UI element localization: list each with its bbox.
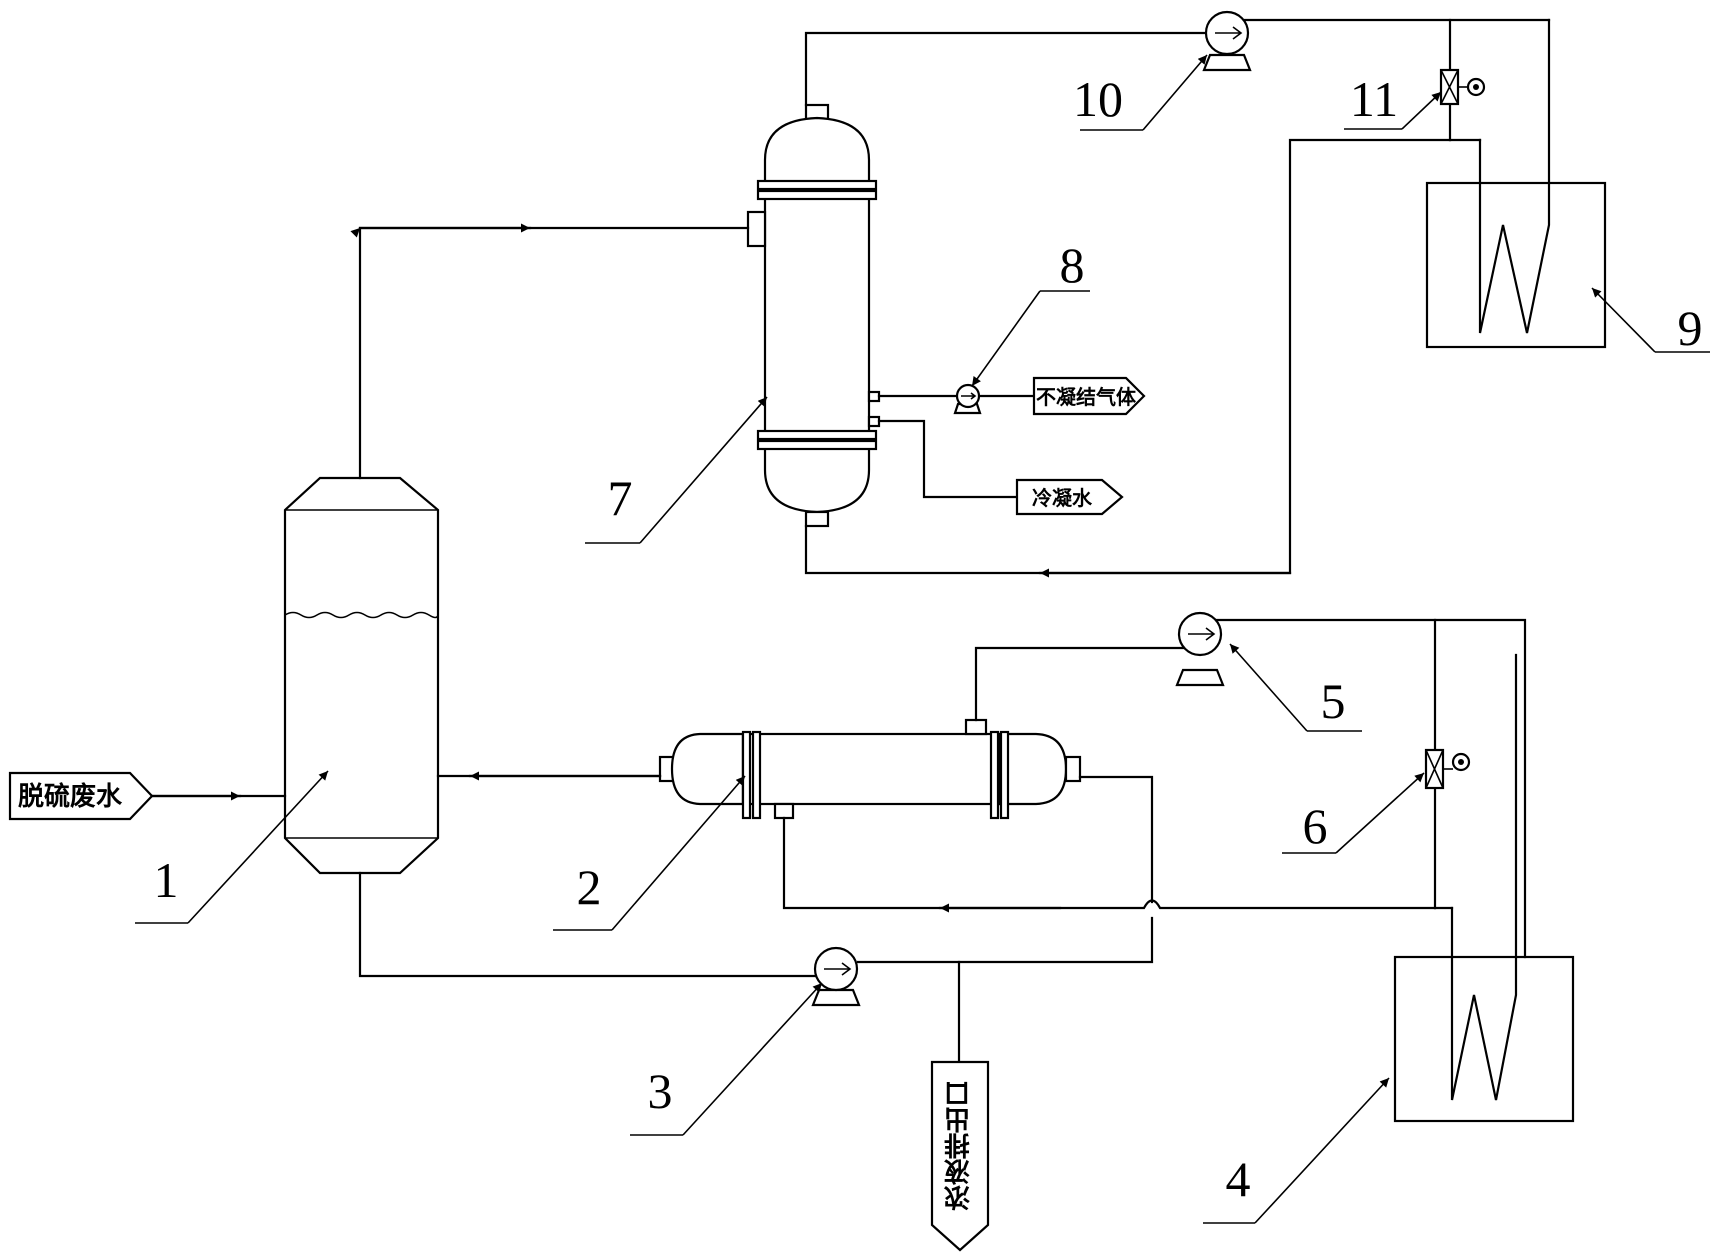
condensate-label: 冷凝水 [1032, 486, 1093, 510]
noncondensable-tag: 不凝结气体 [1032, 376, 1146, 416]
evaporation-tank [283, 476, 440, 875]
label-10: 10 [1073, 71, 1123, 127]
pump-5 [1175, 611, 1225, 687]
label-11: 11 [1350, 71, 1398, 127]
label-7: 7 [608, 470, 633, 526]
label-2: 2 [577, 859, 602, 915]
callouts: 1 2 3 4 5 6 7 8 9 10 11 [135, 54, 1710, 1224]
pump-10 [1202, 10, 1252, 72]
concentrate-label: 浓液排出口 [945, 1081, 975, 1211]
label-8: 8 [1060, 237, 1085, 293]
label-9: 9 [1678, 300, 1703, 356]
condensate-tag: 冷凝水 [1015, 478, 1124, 516]
noncondensable-label: 不凝结气体 [1036, 385, 1137, 409]
label-3: 3 [648, 1063, 673, 1119]
heat-source-tank-9 [1425, 18, 1607, 349]
vacuum-pump-8 [953, 383, 982, 415]
heat-source-tank-4 [1393, 653, 1575, 1123]
label-6: 6 [1303, 798, 1328, 854]
condenser [746, 103, 881, 528]
valve-6 [1424, 748, 1471, 790]
feed-label: 脱硫废水 [18, 781, 123, 812]
valve-11 [1439, 68, 1486, 106]
concentrate-tag: 浓液排出口 [930, 1060, 990, 1252]
label-4: 4 [1226, 1151, 1251, 1207]
piping [150, 18, 1551, 1064]
feed-tag: 脱硫废水 [8, 771, 154, 821]
pump-3 [811, 946, 861, 1007]
liquid-level [284, 611, 439, 619]
label-1: 1 [154, 852, 179, 908]
label-5: 5 [1321, 673, 1346, 729]
heat-exchanger [658, 718, 1082, 820]
